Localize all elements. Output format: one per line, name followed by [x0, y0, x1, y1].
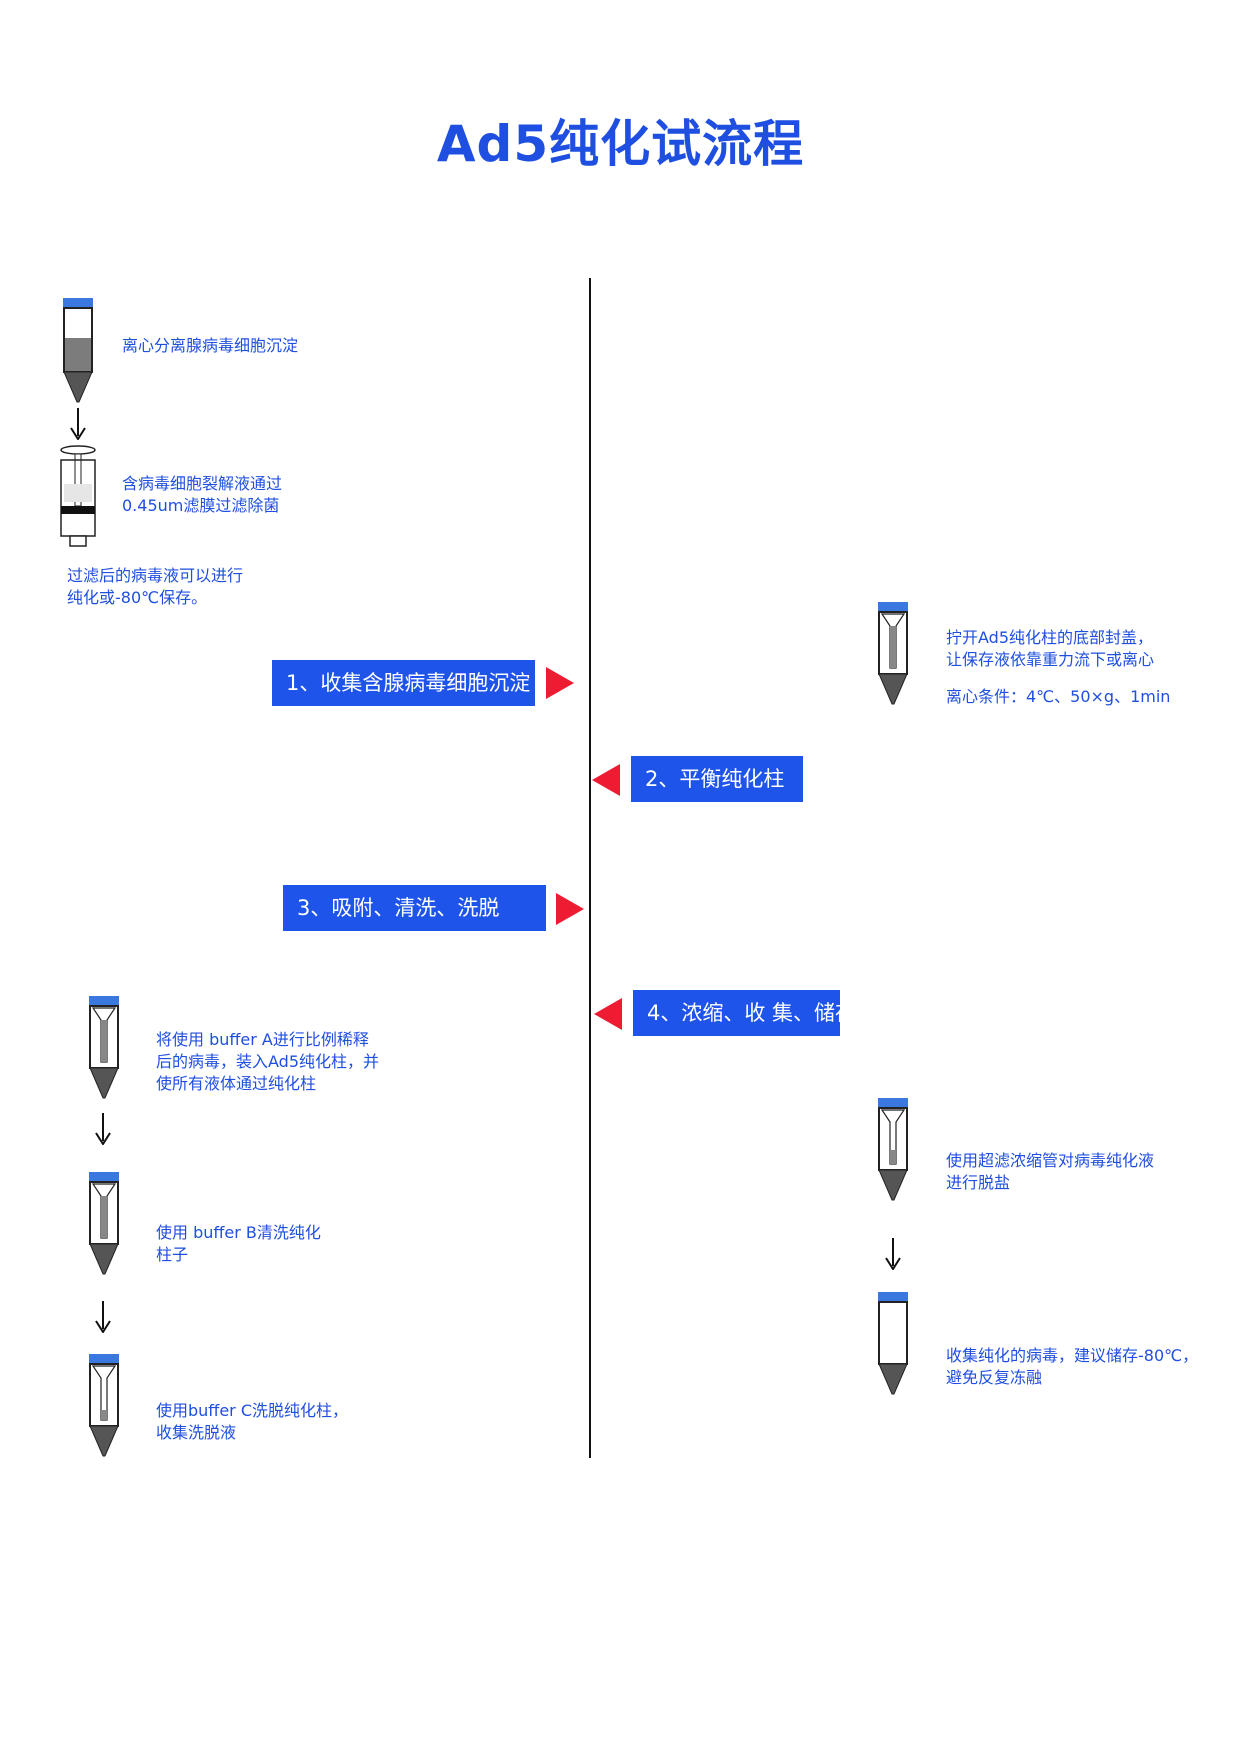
note-line: 0.45um滤膜过滤除菌 [122, 496, 280, 515]
step2-condition: 离心条件：4℃、50×g、1min [946, 687, 1171, 706]
note-line: 收集洗脱液 [156, 1423, 237, 1442]
note-line: 含病毒细胞裂解液通过 [122, 474, 283, 493]
step-1-marker-icon [546, 667, 574, 699]
note-line: 收集纯化的病毒，建议储存-80℃， [946, 1346, 1199, 1365]
down-arrow-icon [95, 1301, 111, 1333]
step-1-label: 1、收集含腺病毒细胞沉淀 [272, 660, 535, 706]
step1-note-centrifuge: 离心分离腺病毒细胞沉淀 [122, 336, 299, 355]
centrifuge-tube-icon [60, 298, 96, 410]
purification-column-icon [876, 602, 910, 710]
step2-note: 拧开Ad5纯化柱的底部封盖， 让保存液依靠重力流下或离心 [946, 627, 1154, 671]
eluted-column-icon [87, 1354, 121, 1462]
note-line: 后的病毒，装入Ad5纯化柱，并 [156, 1052, 380, 1071]
step3-note-wash: 使用 buffer B清洗纯化 柱子 [156, 1222, 321, 1266]
page-title: Ad5纯化试流程 [436, 115, 805, 173]
syringe-filter-icon [58, 444, 98, 554]
step4-note-store: 收集纯化的病毒，建议储存-80℃， 避免反复冻融 [946, 1345, 1198, 1389]
purification-column-icon [87, 1172, 121, 1280]
step3-note-elute: 使用buffer C洗脱纯化柱， 收集洗脱液 [156, 1400, 348, 1444]
step1-note-storage: 过滤后的病毒液可以进行 纯化或-80℃保存。 [67, 565, 243, 609]
note-line: 柱子 [156, 1245, 189, 1264]
step-2-label: 2、平衡纯化柱 [631, 756, 803, 802]
purification-column-icon [87, 996, 121, 1104]
note-line: 拧开Ad5纯化柱的底部封盖， [946, 628, 1154, 647]
step-4-label: 4、浓缩、收 集、储存 [633, 990, 856, 1036]
note-line: 使用超滤浓缩管对病毒纯化液 [946, 1151, 1155, 1170]
step1-note-filter: 含病毒细胞裂解液通过 0.45um滤膜过滤除菌 [122, 473, 282, 517]
step-3-marker-icon [556, 893, 584, 925]
step3-note-load: 将使用 buffer A进行比例稀释 后的病毒，装入Ad5纯化柱，并 使所有液体… [156, 1029, 379, 1095]
step-2-marker-icon [592, 764, 620, 796]
note-line: 使所有液体通过纯化柱 [156, 1074, 317, 1093]
note-line: 过滤后的病毒液可以进行 [67, 566, 244, 585]
step-4-marker-icon [594, 998, 622, 1030]
down-arrow-icon [70, 408, 86, 440]
collection-tube-icon [876, 1292, 910, 1400]
note-line: 将使用 buffer A进行比例稀释 [156, 1030, 369, 1049]
note-line: 进行脱盐 [946, 1173, 1011, 1192]
step4-note-desalt: 使用超滤浓缩管对病毒纯化液 进行脱盐 [946, 1150, 1154, 1194]
down-arrow-icon [95, 1113, 111, 1145]
timeline-divider [589, 278, 591, 1458]
note-line: 使用 buffer B清洗纯化 [156, 1223, 321, 1242]
down-arrow-icon [885, 1238, 901, 1270]
note-line: 纯化或-80℃保存。 [67, 588, 208, 607]
ultrafiltration-tube-icon [876, 1098, 910, 1206]
note-line: 避免反复冻融 [946, 1368, 1043, 1387]
note-line: 使用buffer C洗脱纯化柱， [156, 1401, 349, 1420]
note-line: 让保存液依靠重力流下或离心 [946, 650, 1155, 669]
step-3-label: 3、吸附、清洗、洗脱 [283, 885, 546, 931]
